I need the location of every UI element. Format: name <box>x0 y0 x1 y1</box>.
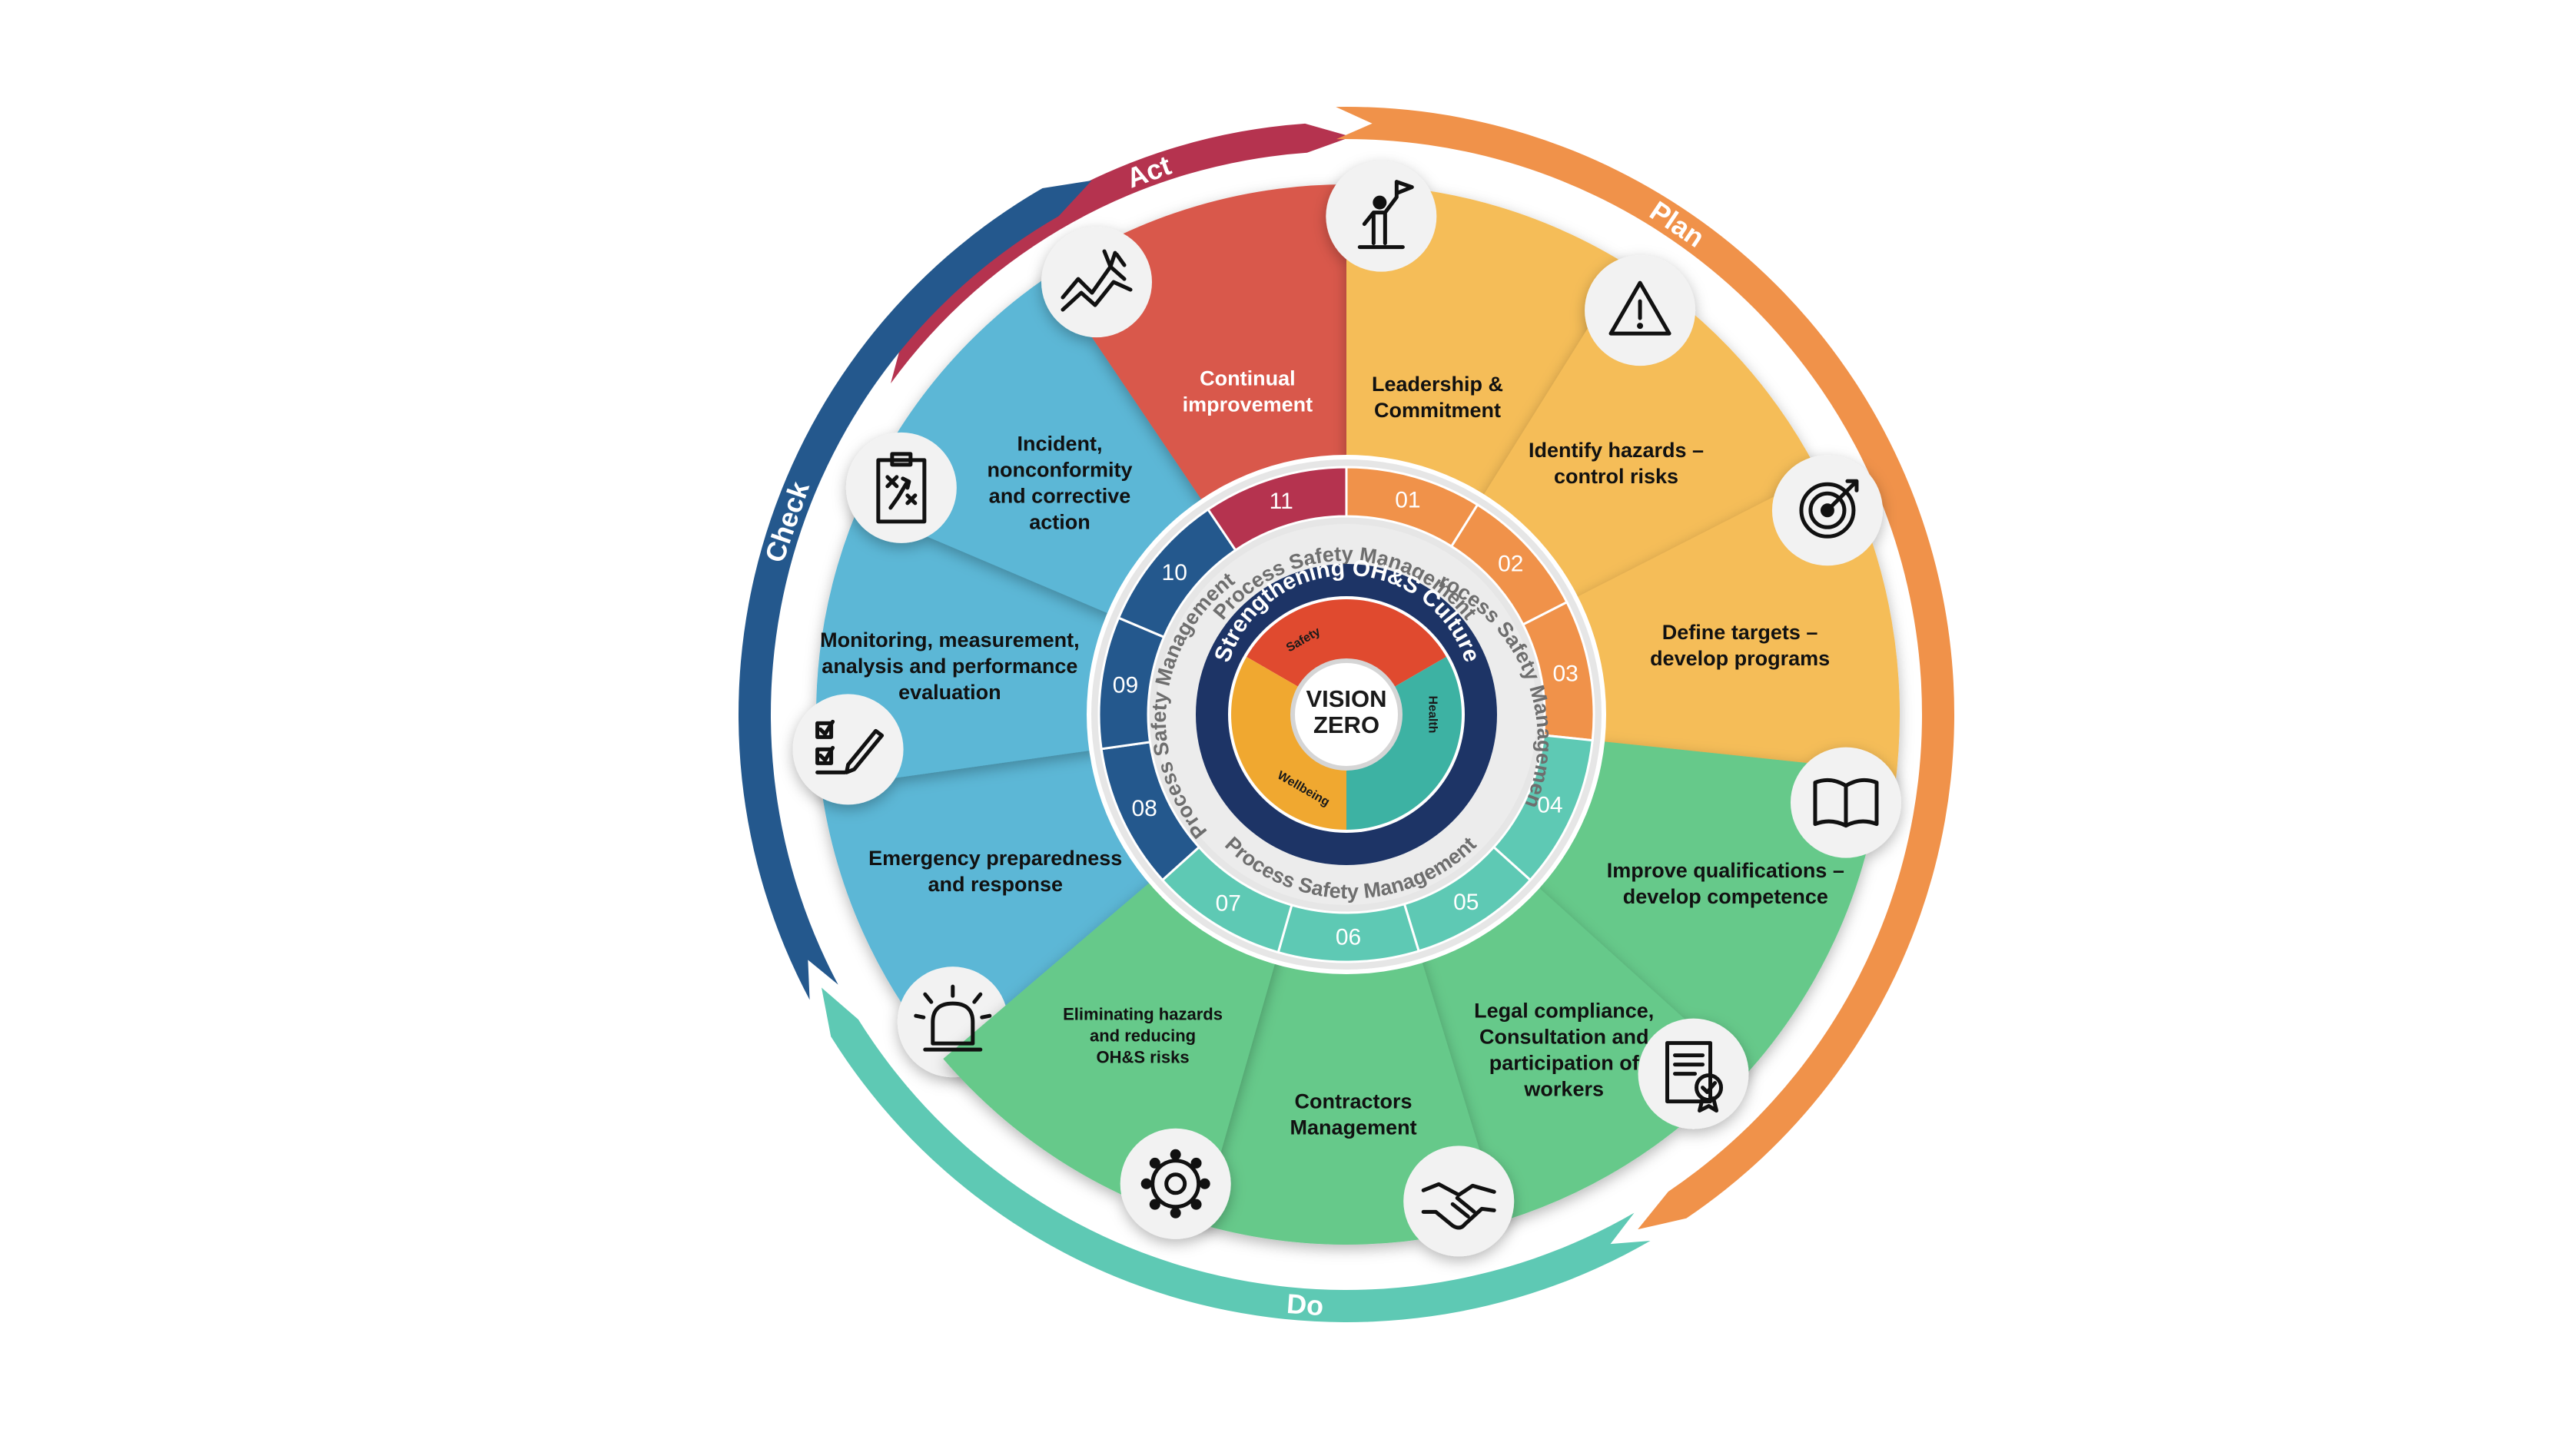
segment-03-label-line: Define targets – <box>1662 621 1818 644</box>
segment-09-shape <box>816 494 1137 789</box>
segment-08-number: 08 <box>1131 796 1157 821</box>
core-safety-section <box>1247 599 1446 687</box>
segment-10-icon-notch <box>845 432 957 543</box>
vision-zero-circle <box>1290 658 1403 771</box>
segment-11-icon-notch <box>1041 227 1152 338</box>
check-arrow-shape <box>739 181 1092 1000</box>
segment-08-label: Emergency preparedness and response <box>868 847 1122 896</box>
segment-10-label-line: Incident, <box>1017 432 1102 455</box>
segment-09-label-line: analysis and performance <box>822 655 1077 678</box>
leadership-flag-icon <box>1357 180 1414 250</box>
segment-01-number: 01 <box>1395 488 1420 513</box>
strategy-clipboard-icon <box>876 452 927 524</box>
segment-10-label-line: action <box>1029 510 1090 533</box>
segment-01-icon-notch <box>1326 161 1437 272</box>
core-health-section <box>1346 657 1462 830</box>
segment-07-number: 07 <box>1216 890 1241 916</box>
segment-04-label: Improve qualifications – develop competen… <box>1607 859 1844 908</box>
segment-11 <box>1041 184 1361 524</box>
segment-10-label-line: nonconformity <box>987 458 1132 481</box>
segment-11-label-line: Continual <box>1200 367 1295 390</box>
segment-10 <box>845 267 1223 625</box>
segment-05-label: Legal compliance, Consultation and partici… <box>1474 1000 1654 1101</box>
number-cell-11 <box>1206 466 1348 552</box>
warning-triangle-icon <box>1608 280 1671 336</box>
segment-10-label: Incident, nonconformity and corrective acti… <box>987 432 1132 533</box>
segment-11-label-line: improvement <box>1183 393 1313 416</box>
segment-07-label-line: and reducing <box>1090 1026 1196 1046</box>
segment-09-label-line: evaluation <box>898 681 1001 704</box>
number-ring: 01 02 03 04 05 06 07 08 09 10 11 <box>1097 466 1595 963</box>
segment-04-shape <box>1513 738 1882 1085</box>
segment-05-label-line: workers <box>1523 1078 1604 1101</box>
segment-08-label-line: Emergency preparedness <box>868 847 1122 870</box>
segment-02-number: 02 <box>1498 552 1523 577</box>
act-arrow-shape <box>867 123 1352 384</box>
segment-05-label-line: Legal compliance, <box>1474 1000 1654 1023</box>
vision-zero-line1: VISION <box>1306 685 1386 712</box>
do-phase-label: Do <box>1286 1288 1325 1321</box>
segment-08-shape <box>819 740 1176 1069</box>
segment-05-shape <box>1408 868 1741 1225</box>
segment-09-label-line: Monitoring, measurement, <box>820 628 1080 652</box>
growth-chart-icon <box>1061 249 1133 312</box>
segment-08-label-line: and response <box>928 873 1063 896</box>
segment-01-label-line: Commitment <box>1374 399 1501 422</box>
segment-10-shape <box>858 267 1223 625</box>
segment-10-number: 10 <box>1162 560 1187 585</box>
segment-11-label: Continual improvement <box>1183 367 1313 416</box>
segment-07-label-line: Eliminating hazards <box>1063 1005 1223 1024</box>
segment-07-label-line: OH&S risks <box>1097 1048 1190 1067</box>
segment-01-label-line: Leadership & <box>1372 373 1503 396</box>
segment-02-label: Identify hazards – control risks <box>1529 439 1704 488</box>
core-health-label: Health <box>1426 696 1439 734</box>
vision-zero-line2: ZERO <box>1313 711 1379 738</box>
handshake-icon <box>1421 1182 1496 1230</box>
segment-01-shape <box>1346 184 1639 522</box>
target-icon <box>1799 479 1859 539</box>
segment-07-icon-notch <box>1120 1128 1231 1239</box>
segment-09-number: 09 <box>1113 673 1138 698</box>
segment-icons <box>815 180 1879 1230</box>
checklist-pen-icon <box>815 719 885 774</box>
segment-09-label: Monitoring, measurement, analysis and per… <box>820 628 1080 704</box>
segment-04-label-line: Improve qualifications – <box>1607 859 1844 882</box>
segment-05-label-line: Consultation and <box>1479 1026 1648 1049</box>
segment-06-label-line: Management <box>1290 1116 1417 1139</box>
segment-03-label-line: develop programs <box>1650 647 1830 670</box>
core-wellbeing-section <box>1231 657 1346 830</box>
segment-11-number: 11 <box>1270 489 1293 514</box>
segment-06-number: 06 <box>1336 924 1361 950</box>
segment-02-label-line: control risks <box>1554 465 1678 488</box>
segment-10-label-line: and corrective <box>989 484 1131 507</box>
segment-07 <box>943 864 1283 1239</box>
segment-09-icon-notch <box>792 694 904 805</box>
segment-04-number: 04 <box>1537 792 1562 817</box>
segment-01-label: Leadership & Commitment <box>1372 373 1503 422</box>
segment-05-label-line: participation of <box>1489 1052 1640 1075</box>
segment-02-label-line: Identify hazards – <box>1529 439 1704 462</box>
do-phase-arrow: Do <box>822 987 1651 1322</box>
segment-05-number: 05 <box>1453 890 1479 915</box>
alarm-light-icon <box>914 984 992 1052</box>
segment-04-label-line: develop competence <box>1623 885 1828 908</box>
segment-03-number: 03 <box>1552 661 1578 687</box>
gear-icon <box>1140 1149 1210 1219</box>
certificate-icon <box>1665 1041 1724 1113</box>
book-icon <box>1813 778 1879 828</box>
segment-06-label-line: Contractors <box>1295 1089 1412 1112</box>
segment-03-label: Define targets – develop programs <box>1650 621 1830 670</box>
check-phase-label: Check <box>759 477 815 566</box>
